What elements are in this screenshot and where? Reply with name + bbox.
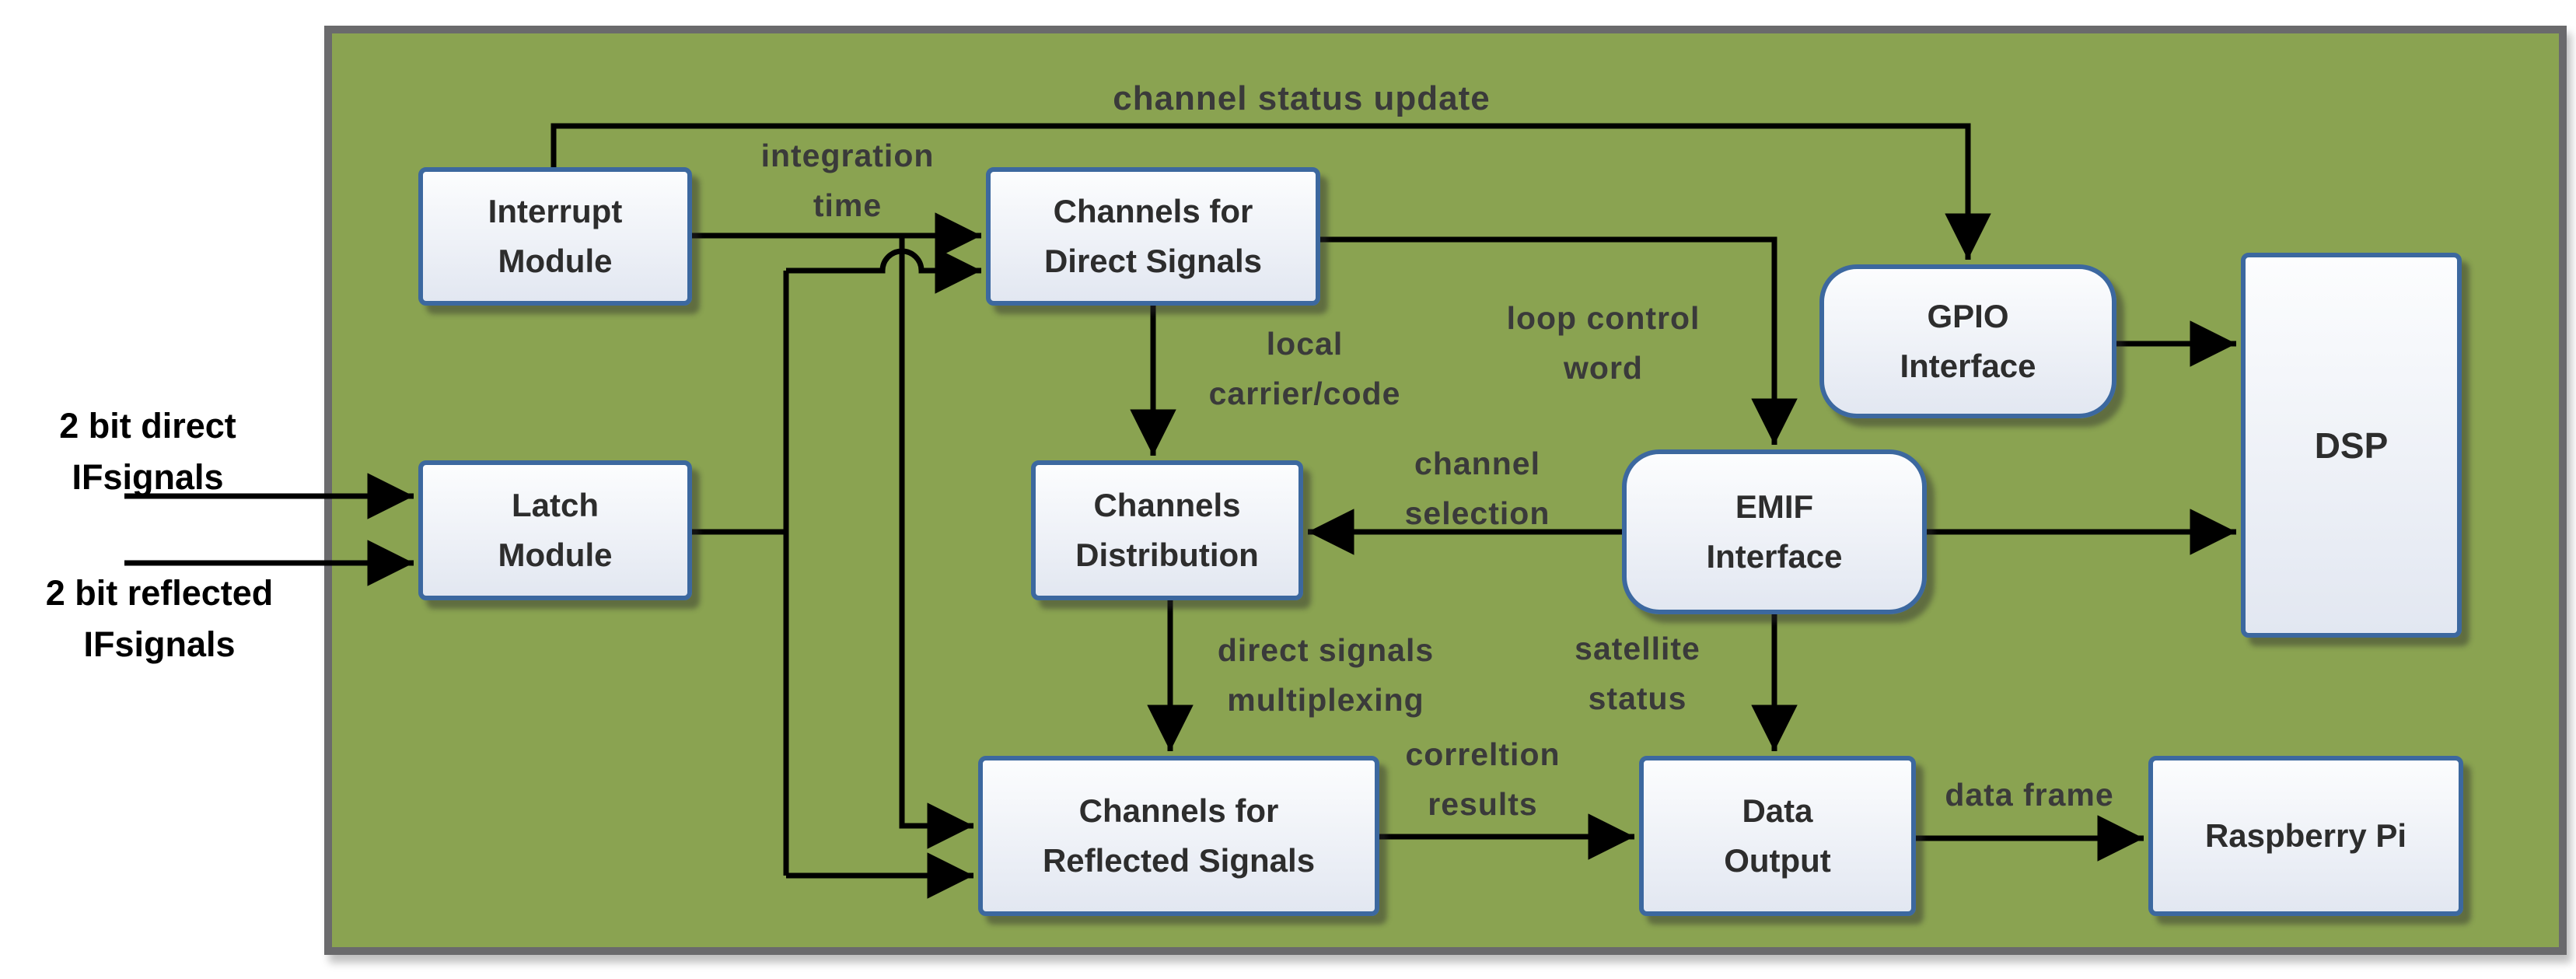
label-integration-time: integration time [760,138,935,223]
block-label: Interface [1900,348,2036,384]
block-label: Direct Signals [1043,243,1263,279]
block-interrupt-module: Interrupt Module [418,167,692,306]
block-label: Channels for [1078,792,1279,829]
block-label: Module [498,243,613,279]
block-data-output: Data Output [1639,756,1916,916]
block-channels-direct-signals: Channels for Direct Signals [986,167,1320,306]
label-satellite-status: satellite status [1575,631,1700,716]
block-label: Distribution [1075,537,1259,573]
label-channel-status-update: channel status update [1113,79,1491,117]
block-gpio-interface: GPIO Interface [1819,264,2116,418]
block-channels-reflected-signals: Channels for Reflected Signals [978,756,1379,916]
block-label: Raspberry Pi [2204,817,2407,854]
label-loop-control-word: loop control word [1506,300,1700,386]
block-raspberry-pi: Raspberry Pi [2148,756,2463,916]
block-latch-module: Latch Module [418,460,692,600]
block-label: DSP [2314,425,2389,466]
block-label: Interrupt [488,193,623,229]
label-2bit-direct-ifsignals: 2 bit direct IFsignals [59,406,236,497]
block-label: Channels [1093,487,1241,523]
block-label: Reflected Signals [1042,842,1316,879]
block-label: Data [1742,792,1813,829]
wire-integration-to-reflected [899,236,973,849]
label-data-frame: data frame [1945,777,2114,813]
wire-loop-control-word [1320,236,1798,445]
label-2bit-reflected-ifsignals: 2 bit reflected IFsignals [45,573,274,664]
label-channel-selection: channel selection [1404,446,1550,531]
block-channels-distribution: Channels Distribution [1031,460,1303,600]
wire-latch-to-direct-with-hop [786,247,981,294]
block-label: Output [1724,842,1831,879]
block-label: GPIO [1927,298,2009,334]
block-label: Latch [511,487,599,523]
block-label: EMIF [1735,488,1814,525]
block-dsp: DSP [2241,253,2462,638]
block-emif-interface: EMIF Interface [1622,449,1927,614]
block-label: Module [498,537,613,573]
label-direct-signals-multiplexing: direct signals multiplexing [1217,632,1435,718]
block-label: Interface [1706,538,1843,575]
block-label: Channels for [1053,193,1253,229]
wire-channel-status-update [551,123,1991,260]
label-local-carrier-code: local carrier/code [1208,326,1401,411]
label-correlation-results: correltion results [1405,736,1561,822]
